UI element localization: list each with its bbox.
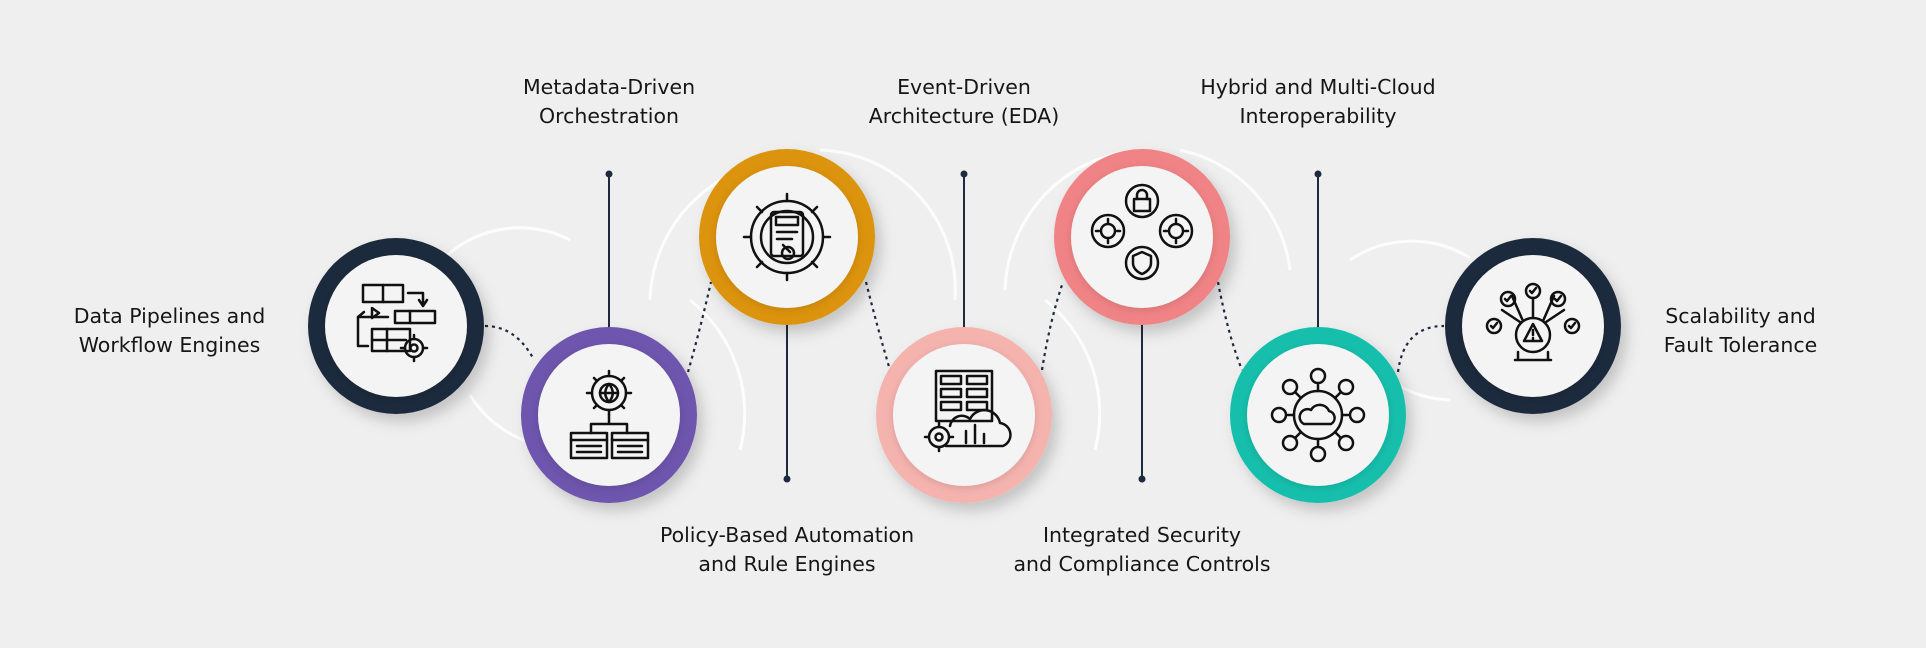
- node-hybrid: [1230, 327, 1406, 503]
- label-line: Integrated Security: [1042, 523, 1242, 547]
- dotted-connector-5: [1216, 281, 1244, 371]
- label-line: Fault Tolerance: [1663, 333, 1818, 357]
- label-hybrid: Hybrid and Multi-Cloud Interoperability: [1178, 73, 1458, 131]
- node-pipelines: [308, 238, 484, 414]
- label-policy: Policy-Based Automation and Rule Engines: [637, 521, 937, 579]
- label-line: Workflow Engines: [78, 333, 261, 357]
- dotted-connector-2: [686, 281, 713, 373]
- node-scalability: [1445, 238, 1621, 414]
- label-line: Metadata-Driven: [522, 75, 696, 99]
- workflow-pipeline-icon: [356, 283, 437, 363]
- label-metadata: Metadata-Driven Orchestration: [489, 73, 729, 131]
- dotted-connector-4: [1040, 281, 1065, 371]
- label-line: and Compliance Controls: [1013, 552, 1271, 576]
- dotted-connectors: [484, 281, 1445, 373]
- label-eda: Event-Driven Architecture (EDA): [844, 73, 1084, 131]
- background-arcs: [438, 148, 1471, 451]
- gear-rules-icon: [742, 192, 832, 282]
- node-face: [1071, 166, 1213, 308]
- label-pipelines: Data Pipelines and Workflow Engines: [52, 302, 287, 360]
- server-cloud-icon: [923, 369, 1012, 453]
- node-metadata: [521, 327, 697, 503]
- node-policy: [699, 149, 875, 325]
- callout-lines: [605, 170, 1322, 483]
- alert-network-icon: [1485, 282, 1581, 362]
- dotted-connector-1: [484, 324, 534, 359]
- label-line: Event-Driven: [897, 75, 1031, 99]
- node-security: [1054, 149, 1230, 325]
- dotted-connector-3: [864, 281, 892, 371]
- label-scalability: Scalability and Fault Tolerance: [1633, 302, 1848, 360]
- node-face: [1247, 344, 1389, 486]
- cloud-hub-icon: [1270, 367, 1366, 463]
- label-line: Hybrid and Multi-Cloud: [1200, 75, 1436, 99]
- node-eda: [876, 327, 1052, 503]
- label-line: Interoperability: [1239, 104, 1397, 128]
- label-line: Orchestration: [539, 104, 679, 128]
- label-line: Scalability and: [1665, 304, 1816, 328]
- label-line: Architecture (EDA): [868, 104, 1060, 128]
- dotted-connector-6: [1396, 324, 1445, 373]
- node-face: [716, 166, 858, 308]
- label-line: Data Pipelines and: [73, 304, 266, 328]
- lock-gears-shield-icon: [1090, 183, 1194, 281]
- label-line: Policy-Based Automation: [659, 523, 915, 547]
- label-security: Integrated Security and Compliance Contr…: [987, 521, 1297, 579]
- label-line: and Rule Engines: [698, 552, 876, 576]
- gear-network-icon: [569, 369, 650, 460]
- node-face: [325, 255, 467, 397]
